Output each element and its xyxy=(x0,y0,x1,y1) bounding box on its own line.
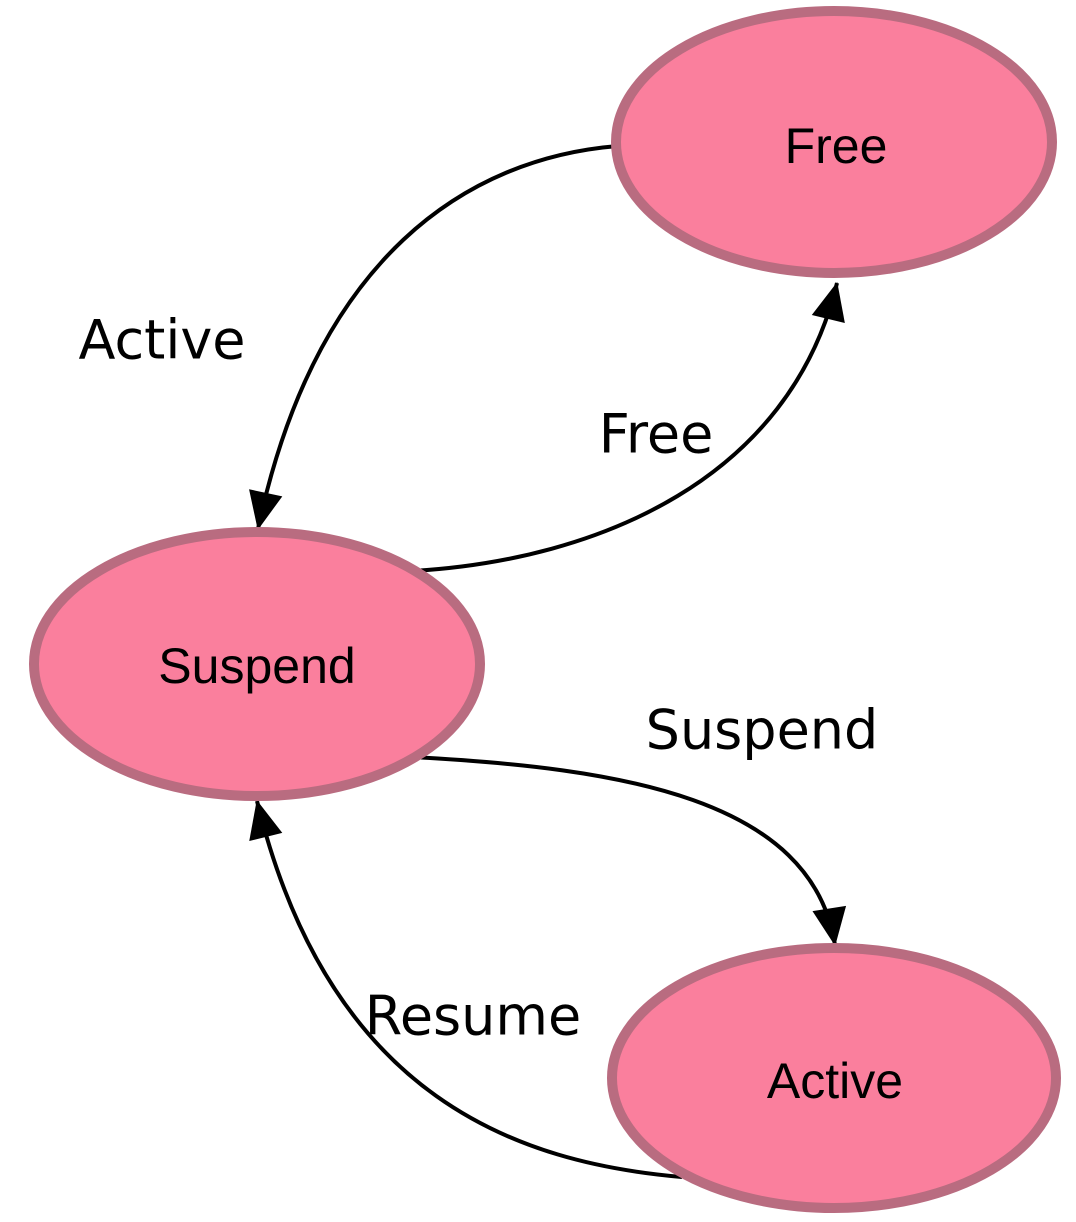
transition-labels: Active Free Suspend Resume xyxy=(78,309,878,1048)
transition-label-suspend: Suspend xyxy=(646,699,879,762)
state-label-suspend: Suspend xyxy=(158,638,355,694)
state-label-free: Free xyxy=(785,118,888,174)
transition-label-active: Active xyxy=(78,309,245,372)
state-ellipse-active xyxy=(607,943,1061,1213)
state-node-suspend: Suspend xyxy=(29,527,485,801)
transitions xyxy=(249,144,847,1179)
transition-active-to-suspend xyxy=(249,800,683,1179)
state-nodes: Free Suspend Active xyxy=(29,6,1061,1213)
state-ellipse-suspend xyxy=(29,527,485,801)
transition-suspend-to-active xyxy=(411,755,847,946)
state-node-free: Free xyxy=(611,6,1057,278)
transition-label-resume: Resume xyxy=(365,985,582,1048)
transition-label-free: Free xyxy=(599,403,714,466)
state-ellipse-free xyxy=(611,6,1057,278)
transition-free-to-suspend xyxy=(249,144,619,530)
state-node-active: Active xyxy=(607,943,1061,1213)
transition-suspend-to-free xyxy=(412,282,845,573)
state-label-active: Active xyxy=(767,1053,903,1109)
